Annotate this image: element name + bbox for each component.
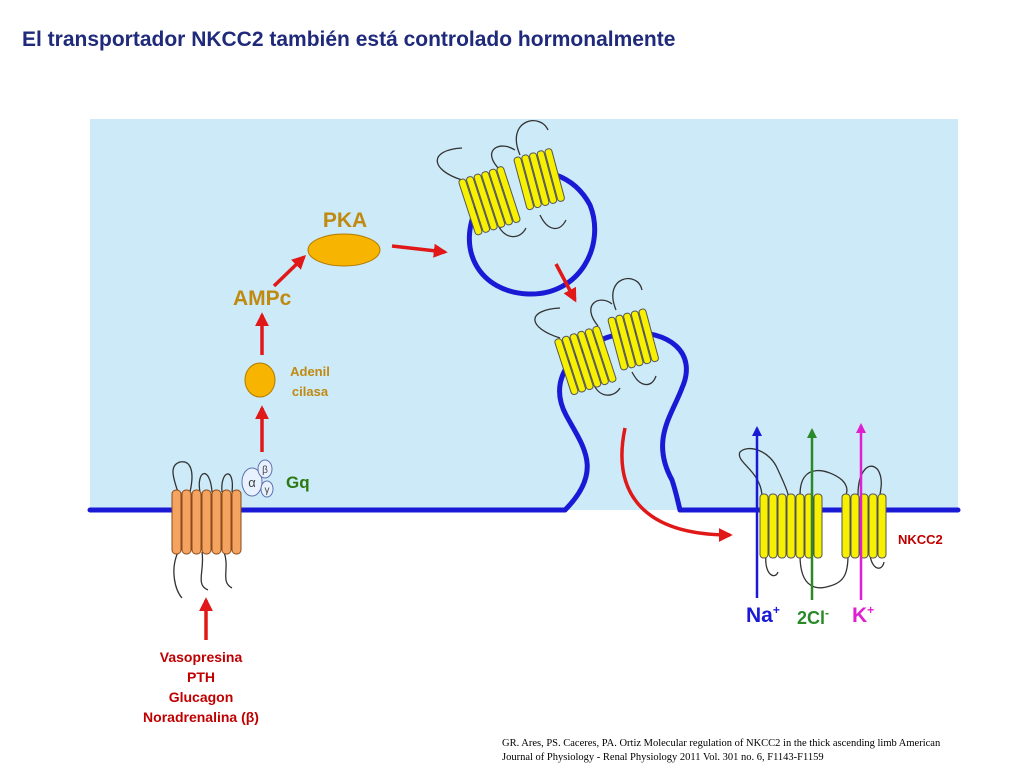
na-ion-label: Na+ — [746, 603, 780, 627]
arrow-pka-to-vesicle — [391, 243, 448, 258]
hormone-item: PTH — [187, 669, 215, 685]
signal-arrows — [199, 243, 733, 640]
hormone-list: Vasopresina PTH Glucagon Noradrenalina (… — [143, 649, 259, 725]
g-beta-label: β — [262, 465, 268, 476]
intracellular-vesicle — [466, 172, 598, 297]
hormone-item: Vasopresina — [160, 649, 243, 665]
hormone-item: Noradrenalina (β) — [143, 709, 259, 725]
g-gamma-label: γ — [265, 485, 270, 496]
g-alpha-subunit — [241, 467, 263, 497]
slide-title: El transportador NKCC2 también está cont… — [22, 28, 676, 51]
adenyl-cyclase-enzyme — [244, 362, 276, 398]
cl-ion-label: 2Cl- — [797, 606, 829, 628]
g-alpha-label: α — [248, 475, 256, 490]
arrow-vesicle-to-pit — [554, 263, 577, 303]
endocytic-pit — [557, 330, 689, 513]
arrow-ampc-to-pka — [272, 255, 307, 288]
nkcc2-label: NKCC2 — [898, 532, 943, 547]
k-ion-label: K+ — [852, 603, 874, 627]
nkcc2-transporter-pit — [534, 277, 659, 396]
pka-label: PKA — [323, 209, 367, 232]
hormone-item: Glucagon — [169, 689, 234, 705]
nkcc2-transporter-vesicle — [436, 120, 567, 238]
citation-line: Journal of Physiology - Renal Physiology… — [502, 752, 824, 763]
gpcr-receptor — [171, 461, 242, 599]
adenyl-cyclase-label-line2: cilasa — [292, 384, 329, 399]
nkcc2-transporter-membrane — [738, 447, 887, 589]
pka-enzyme — [307, 233, 381, 267]
ampc-label: AMPc — [233, 287, 292, 310]
citation: GR. Ares, PS. Caceres, PA. Ortiz Molecul… — [502, 737, 1002, 765]
g-protein: α β γ — [241, 459, 274, 498]
arrow-exocytosis-to-membrane — [620, 427, 733, 542]
gq-label: Gq — [286, 473, 310, 492]
citation-line: GR. Ares, PS. Caceres, PA. Ortiz Molecul… — [502, 738, 941, 749]
g-gamma-subunit — [260, 480, 274, 498]
g-beta-subunit — [257, 459, 273, 479]
adenyl-cyclase-label-line1: Adenil — [290, 364, 330, 379]
